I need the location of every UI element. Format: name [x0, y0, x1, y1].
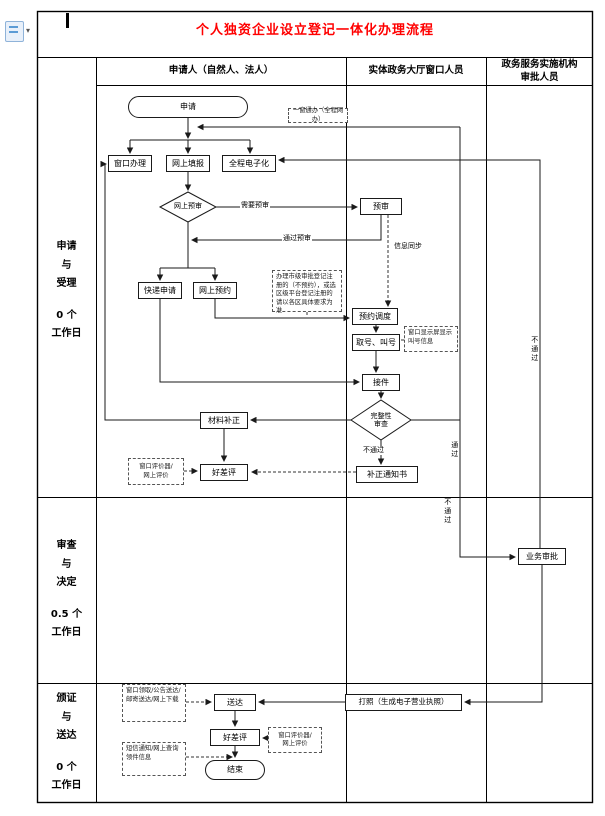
- node-completeness-check: 完整性 审查: [370, 412, 392, 429]
- node-express-apply: 快递申请: [138, 282, 182, 299]
- online-precheck-diamond: [158, 191, 218, 223]
- edge-label-fail-right: 不通过: [529, 336, 539, 363]
- lane-apply-accept: 申请 与 受理 0 个 工作日: [37, 85, 96, 497]
- lane-duration-label: 0.5 个 工作日: [50, 608, 83, 639]
- node-business-approval: 业务审批: [518, 548, 566, 565]
- solid-connectors: [100, 118, 543, 758]
- lane-phase-label: 申请 与 受理: [56, 241, 77, 290]
- node-online-fill: 网上填报: [166, 155, 210, 172]
- lane-phase-label: 审查 与 决定: [56, 540, 77, 589]
- edge-label-pass-vertical: 通过: [449, 441, 459, 459]
- page-title: 个人独资企业设立登记一体化办理流程: [195, 23, 434, 38]
- lane-phase-label: 颁证 与 送达: [56, 693, 77, 742]
- edge-label-pass-precheck: 通过预审: [282, 234, 312, 243]
- node-window-handle: 窗口办理: [108, 155, 152, 172]
- node-print-license: 打照（生成电子营业执照）: [345, 694, 462, 711]
- paste-options-button[interactable]: ▾: [5, 21, 30, 42]
- lane-review-decide: 审查 与 决定 0.5 个 工作日: [37, 497, 96, 683]
- edge-label-fail-vertical: 不通过: [442, 498, 452, 525]
- delivery-ways-note: 窗口领取/公告送达/ 邮寄送达/网上下载: [122, 684, 186, 722]
- eval-device-note-2: 窗口评价器/ 网上评价: [268, 727, 322, 753]
- node-online-booking: 网上预约: [193, 282, 237, 299]
- edge-label-fail-down: 不通过: [362, 446, 385, 455]
- edge-label-need-precheck: 需要预审: [240, 201, 270, 210]
- node-correction-notice: 补正通知书: [356, 466, 418, 483]
- eval-device-note-1: 窗口评价器/ 网上评价: [128, 458, 184, 485]
- node-take-number: 取号、叫号: [352, 334, 400, 351]
- lane-header-applicant: 申请人（自然人、法人）: [168, 65, 274, 77]
- lane-duration-label: 0 个 工作日: [51, 761, 82, 792]
- node-full-electronic: 全程电子化: [222, 155, 276, 172]
- node-booking-dispatch: 预约调度: [352, 308, 398, 325]
- node-online-precheck: 网上预审: [174, 202, 202, 210]
- node-material-correction: 材料补正: [200, 412, 248, 429]
- edge-label-info-sync: 信息同步: [393, 242, 423, 251]
- node-precheck: 预审: [360, 198, 402, 215]
- chevron-down-icon[interactable]: ▾: [26, 26, 31, 35]
- node-receive: 接件: [362, 374, 400, 391]
- lane-duration-label: 0 个 工作日: [51, 309, 82, 340]
- text-cursor: [66, 13, 69, 28]
- completeness-check-diamond: [350, 399, 412, 441]
- end-node: 结束: [205, 760, 265, 780]
- lane-header-window-staff: 实体政务大厅窗口人员: [368, 65, 464, 77]
- district-note: 办理市级审批登记注册的（不预约），或选区级平台登记注册的请以各区具体要求为准: [272, 270, 342, 314]
- node-evaluation-2: 好差评: [210, 729, 260, 746]
- call-display-note: 窗口显示屏显示叫号信息: [404, 326, 458, 352]
- swimlane-grid: [37, 57, 593, 803]
- sms-note: 短信通知/网上查询领件信息: [122, 742, 186, 776]
- portal-note: 一窗通办（全程网办）: [288, 107, 348, 123]
- node-evaluation-1: 好差评: [200, 464, 248, 481]
- node-delivery: 送达: [214, 694, 256, 711]
- start-node: 申请: [128, 96, 248, 118]
- outer-frame: [36, 10, 594, 804]
- lane-header-approver: 政务服务实施机构 审批人员: [501, 58, 578, 83]
- lane-issue-deliver: 颁证 与 送达 0 个 工作日: [37, 683, 96, 803]
- clipboard-paste-icon[interactable]: [5, 21, 24, 42]
- decision-diamonds: [158, 191, 412, 441]
- dashed-connectors: [184, 215, 404, 761]
